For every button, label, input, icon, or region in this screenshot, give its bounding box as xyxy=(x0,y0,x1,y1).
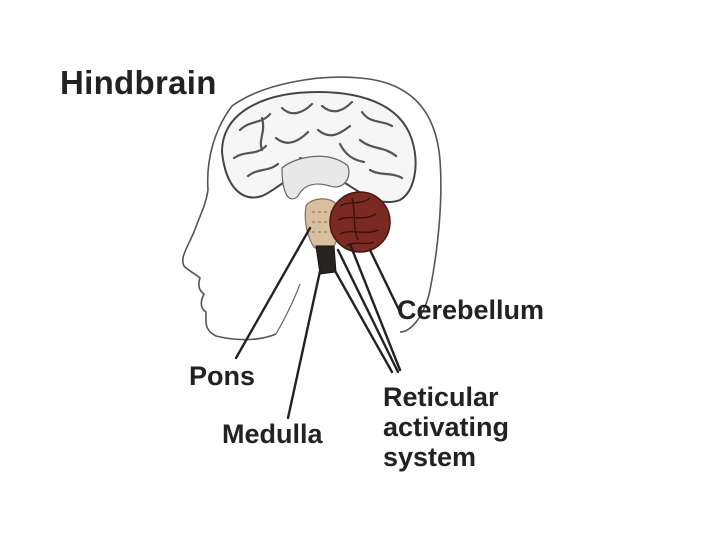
pointer-pons xyxy=(234,226,312,360)
pointer-lines xyxy=(234,226,402,420)
label-cerebellum: Cerebellum xyxy=(397,295,544,325)
label-ras-line1: Reticular xyxy=(383,382,499,412)
label-ras-line2: activating xyxy=(383,412,509,442)
pointer-ras-c xyxy=(348,242,402,372)
cerebrum xyxy=(220,90,417,204)
pointer-medulla xyxy=(286,260,324,420)
label-medulla: Medulla xyxy=(222,419,323,449)
medulla-structure xyxy=(315,245,337,275)
neck-outline xyxy=(275,283,301,335)
cerebellum xyxy=(329,191,391,253)
label-pons: Pons xyxy=(189,361,255,391)
diagram-title: Hindbrain xyxy=(60,64,217,101)
pointer-cerebellum xyxy=(368,248,402,314)
label-ras-line3: system xyxy=(383,442,476,472)
pointer-ras-a xyxy=(336,248,400,374)
head-outline xyxy=(181,76,442,341)
diencephalon xyxy=(281,155,350,200)
pointer-ras-b xyxy=(328,260,394,374)
